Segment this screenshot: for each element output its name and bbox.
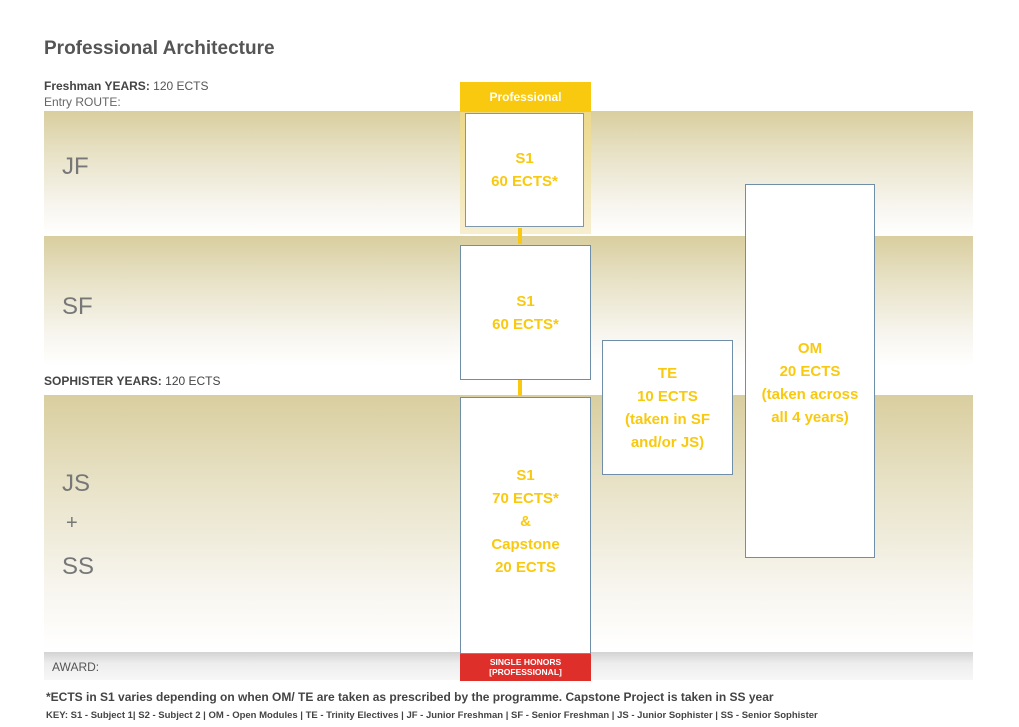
box-te: TE 10 ECTS (taken in SF and/or JS) <box>602 340 733 475</box>
box-om-line1: OM <box>797 340 823 357</box>
year-label-js: JS <box>62 470 91 497</box>
award-badge-line2: [PROFESSIONAL] <box>489 667 562 677</box>
freshman-years-label: Freshman YEARS: 120 ECTS <box>44 79 209 93</box>
box-s1-jf: S1 60 ECTS* <box>465 113 584 227</box>
freshman-years-heading: Freshman YEARS: <box>44 79 150 93</box>
route-header-professional: Professional <box>460 82 591 112</box>
box-te-line4: and/or JS) <box>630 433 705 451</box>
box-te-line2: 10 ECTS <box>637 387 698 405</box>
box-s1-js-line5: 20 ECTS <box>495 559 556 576</box>
award-badge-line1: SINGLE HONORS <box>489 657 562 667</box>
arrow-sf-js-stem <box>518 380 522 396</box>
year-label-sf: SF <box>62 293 93 320</box>
box-s1-sf: S1 60 ECTS* <box>460 245 591 380</box>
sophister-years-ects: 120 ECTS <box>165 374 221 388</box>
box-om-line2: 20 ECTS <box>779 363 841 380</box>
box-s1-js-line1: S1 <box>516 467 535 484</box>
year-label-ss: SS <box>62 553 95 580</box>
year-label-jf: JF <box>62 153 89 180</box>
box-s1-js-line4: Capstone <box>491 536 560 553</box>
box-s1-sf-line1: S1 <box>516 292 535 310</box>
box-om: OM 20 ECTS (taken across all 4 years) <box>745 184 875 558</box>
box-s1-jf-line1: S1 <box>515 150 534 167</box>
box-te-line1: TE <box>657 364 678 382</box>
box-om-line3: (taken across <box>761 386 859 403</box>
sophister-years-heading: SOPHISTER YEARS: <box>44 374 162 388</box>
sophister-years-label: SOPHISTER YEARS: 120 ECTS <box>44 374 221 388</box>
key-legend: KEY: S1 - Subject 1| S2 - Subject 2 | OM… <box>46 710 818 721</box>
box-s1-js-ss: S1 70 ECTS* & Capstone 20 ECTS <box>460 397 591 654</box>
box-s1-jf-line2: 60 ECTS* <box>491 173 558 190</box>
award-label: AWARD: <box>52 660 100 674</box>
box-s1-js-line3: & <box>520 513 531 530</box>
entry-route-label: Entry ROUTE: <box>44 95 121 109</box>
footnote: *ECTS in S1 varies depending on when OM/… <box>46 690 774 704</box>
freshman-years-ects: 120 ECTS <box>153 79 209 93</box>
box-te-line3: (taken in SF <box>624 410 710 428</box>
arrow-jf-sf-stem <box>518 228 522 244</box>
page-title: Professional Architecture <box>44 38 275 59</box>
box-om-line4: all 4 years) <box>771 409 849 426</box>
box-s1-js-line2: 70 ECTS* <box>492 490 559 507</box>
award-badge: SINGLE HONORS [PROFESSIONAL] <box>460 654 591 681</box>
year-label-plus: + <box>66 512 78 534</box>
box-s1-sf-line2: 60 ECTS* <box>492 315 559 333</box>
